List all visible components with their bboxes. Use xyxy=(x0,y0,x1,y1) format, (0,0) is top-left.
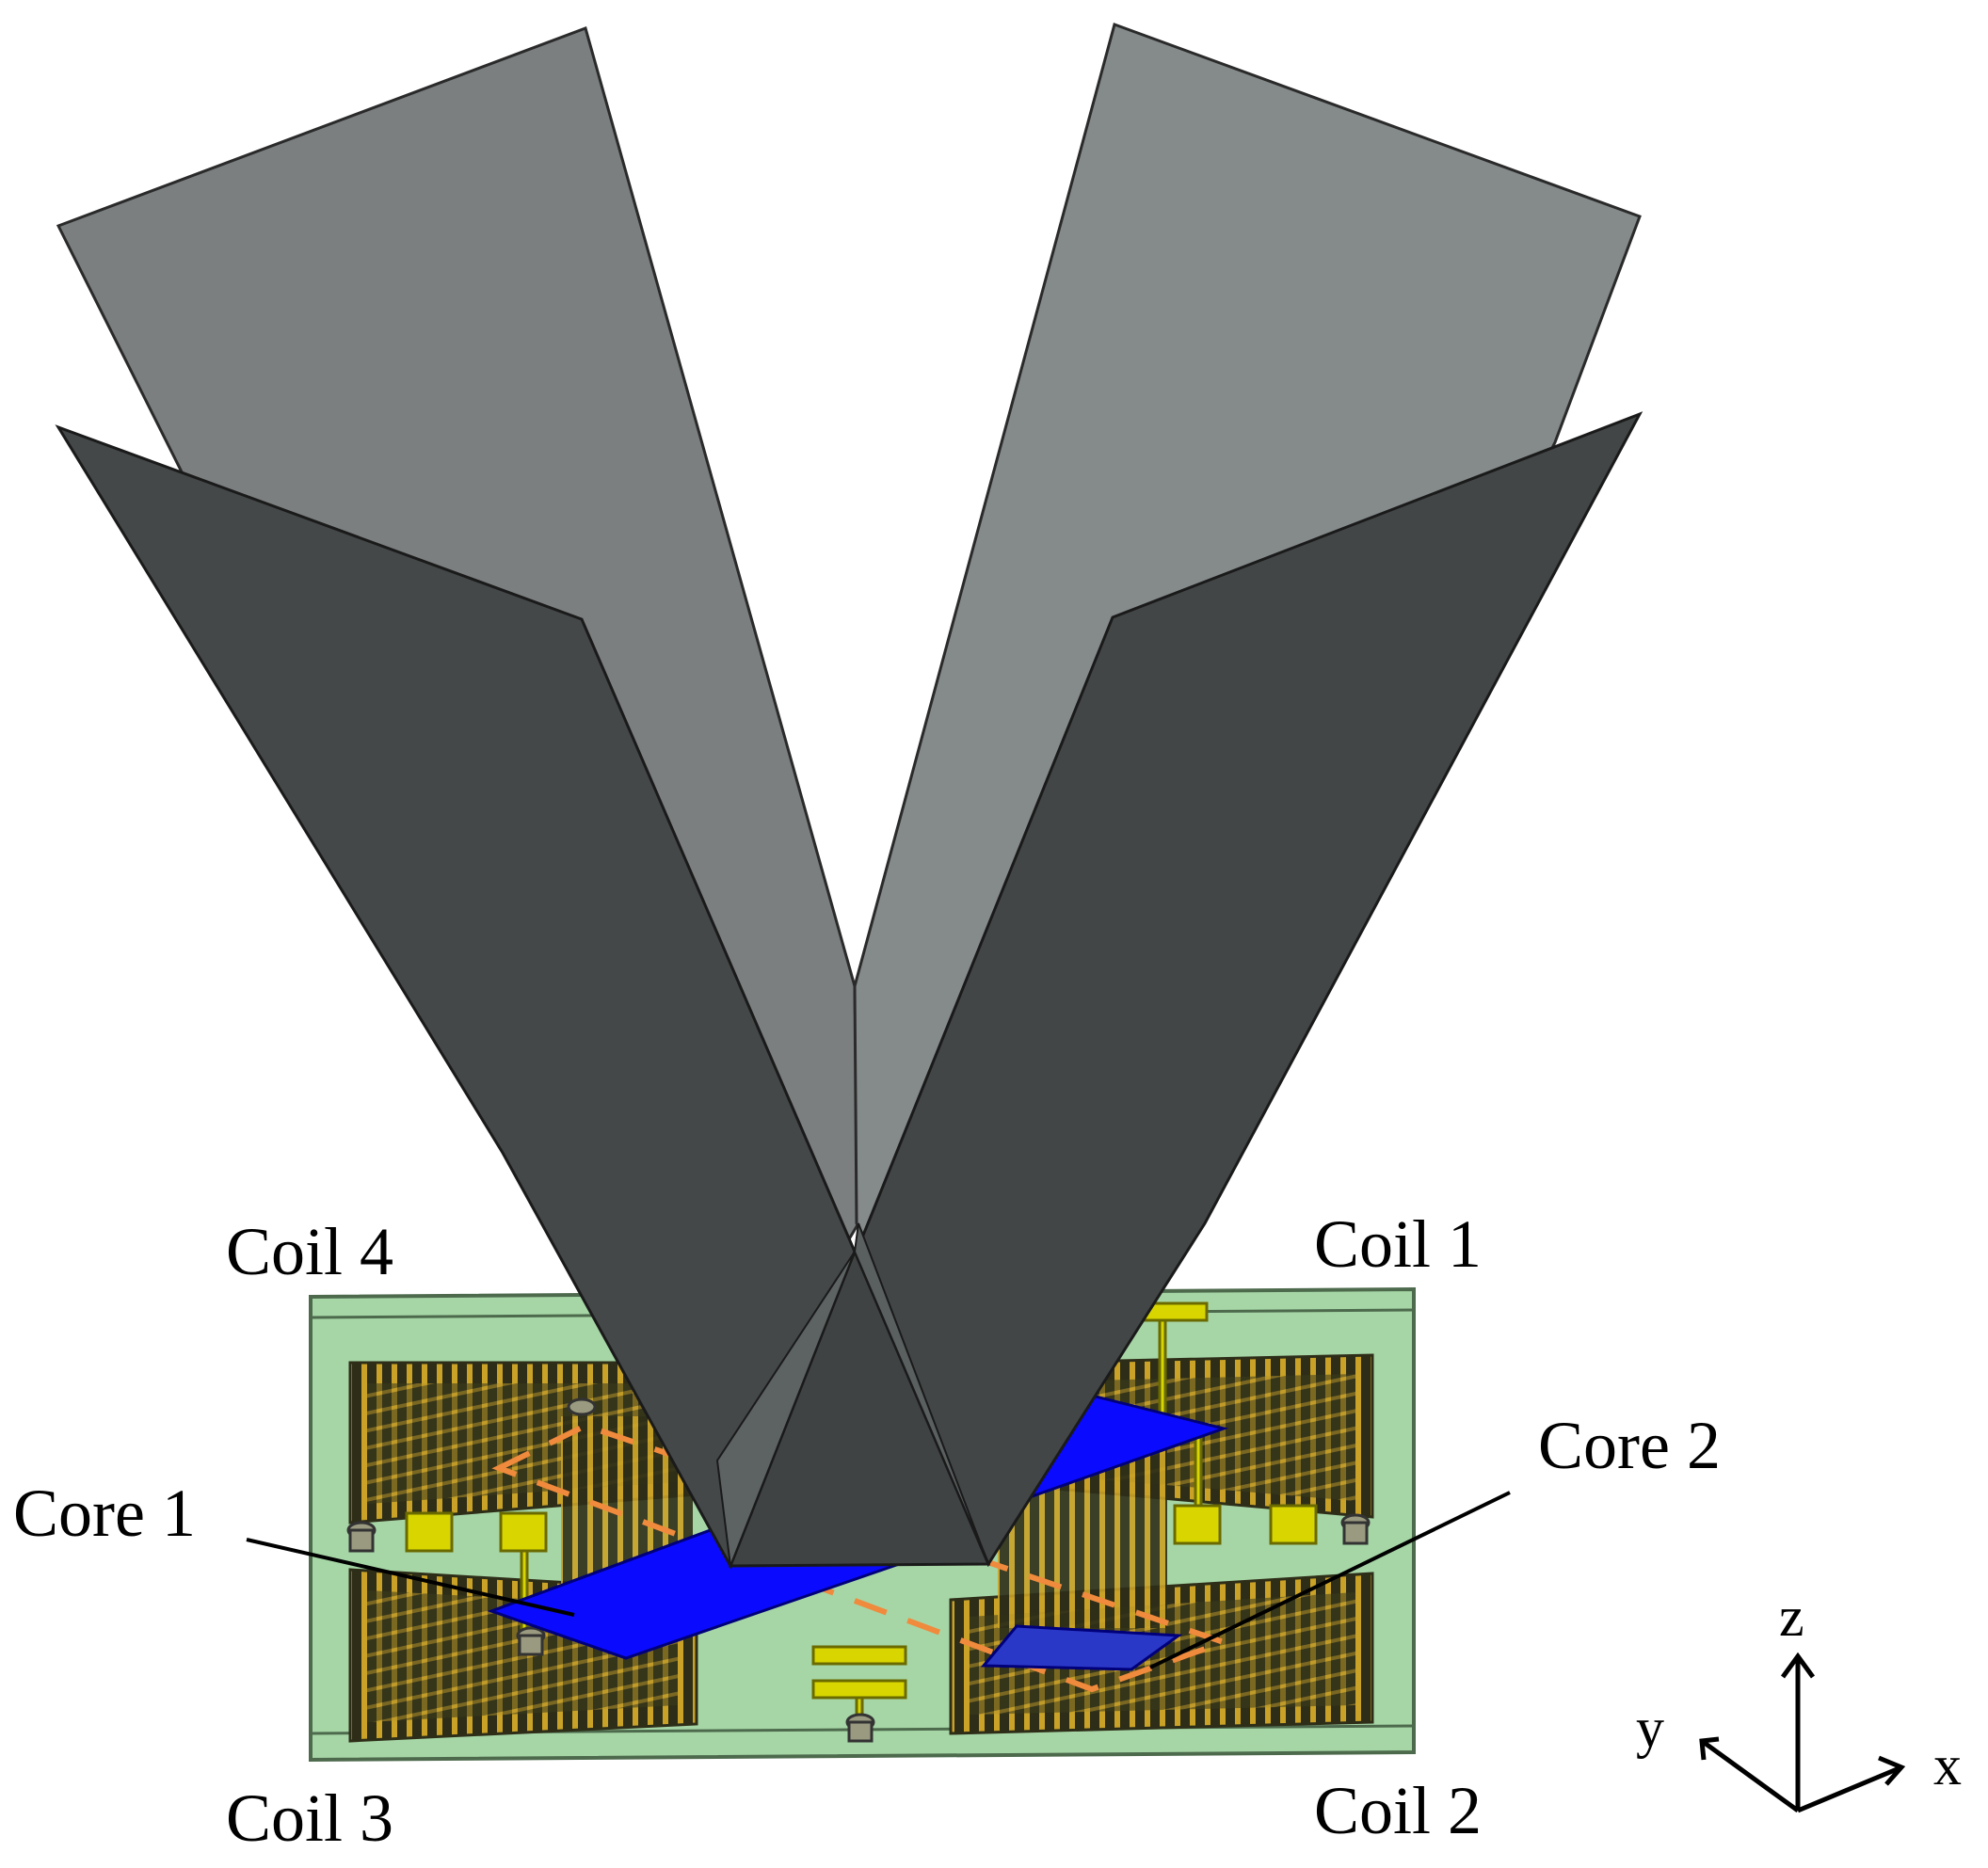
dashed-core-outline xyxy=(491,1422,1233,1693)
core-1-leader xyxy=(246,1538,575,1617)
coil-4-label: Coil 4 xyxy=(226,1214,394,1289)
coil-1-label: Coil 1 xyxy=(1314,1206,1483,1282)
core-1-label: Core 1 xyxy=(13,1476,196,1551)
x-axis-arrow xyxy=(1797,1764,1902,1813)
horn-front-faces xyxy=(55,411,1643,1570)
core-2-lower-plate xyxy=(980,1624,1183,1671)
core-2-label: Core 2 xyxy=(1538,1408,1721,1483)
y-axis-arrow xyxy=(1700,1738,1800,1813)
x-axis-label: x xyxy=(1933,1734,1962,1796)
y-axis-label: y xyxy=(1636,1697,1664,1759)
pads xyxy=(405,1301,1318,1733)
axis-indicator xyxy=(1699,1652,1906,1813)
z-axis-label: z xyxy=(1779,1586,1804,1648)
core-2-leader xyxy=(1149,1491,1511,1669)
vias xyxy=(346,1397,1371,1743)
coil-2-label: Coil 2 xyxy=(1314,1773,1483,1848)
coil-3-label: Coil 3 xyxy=(226,1780,394,1856)
